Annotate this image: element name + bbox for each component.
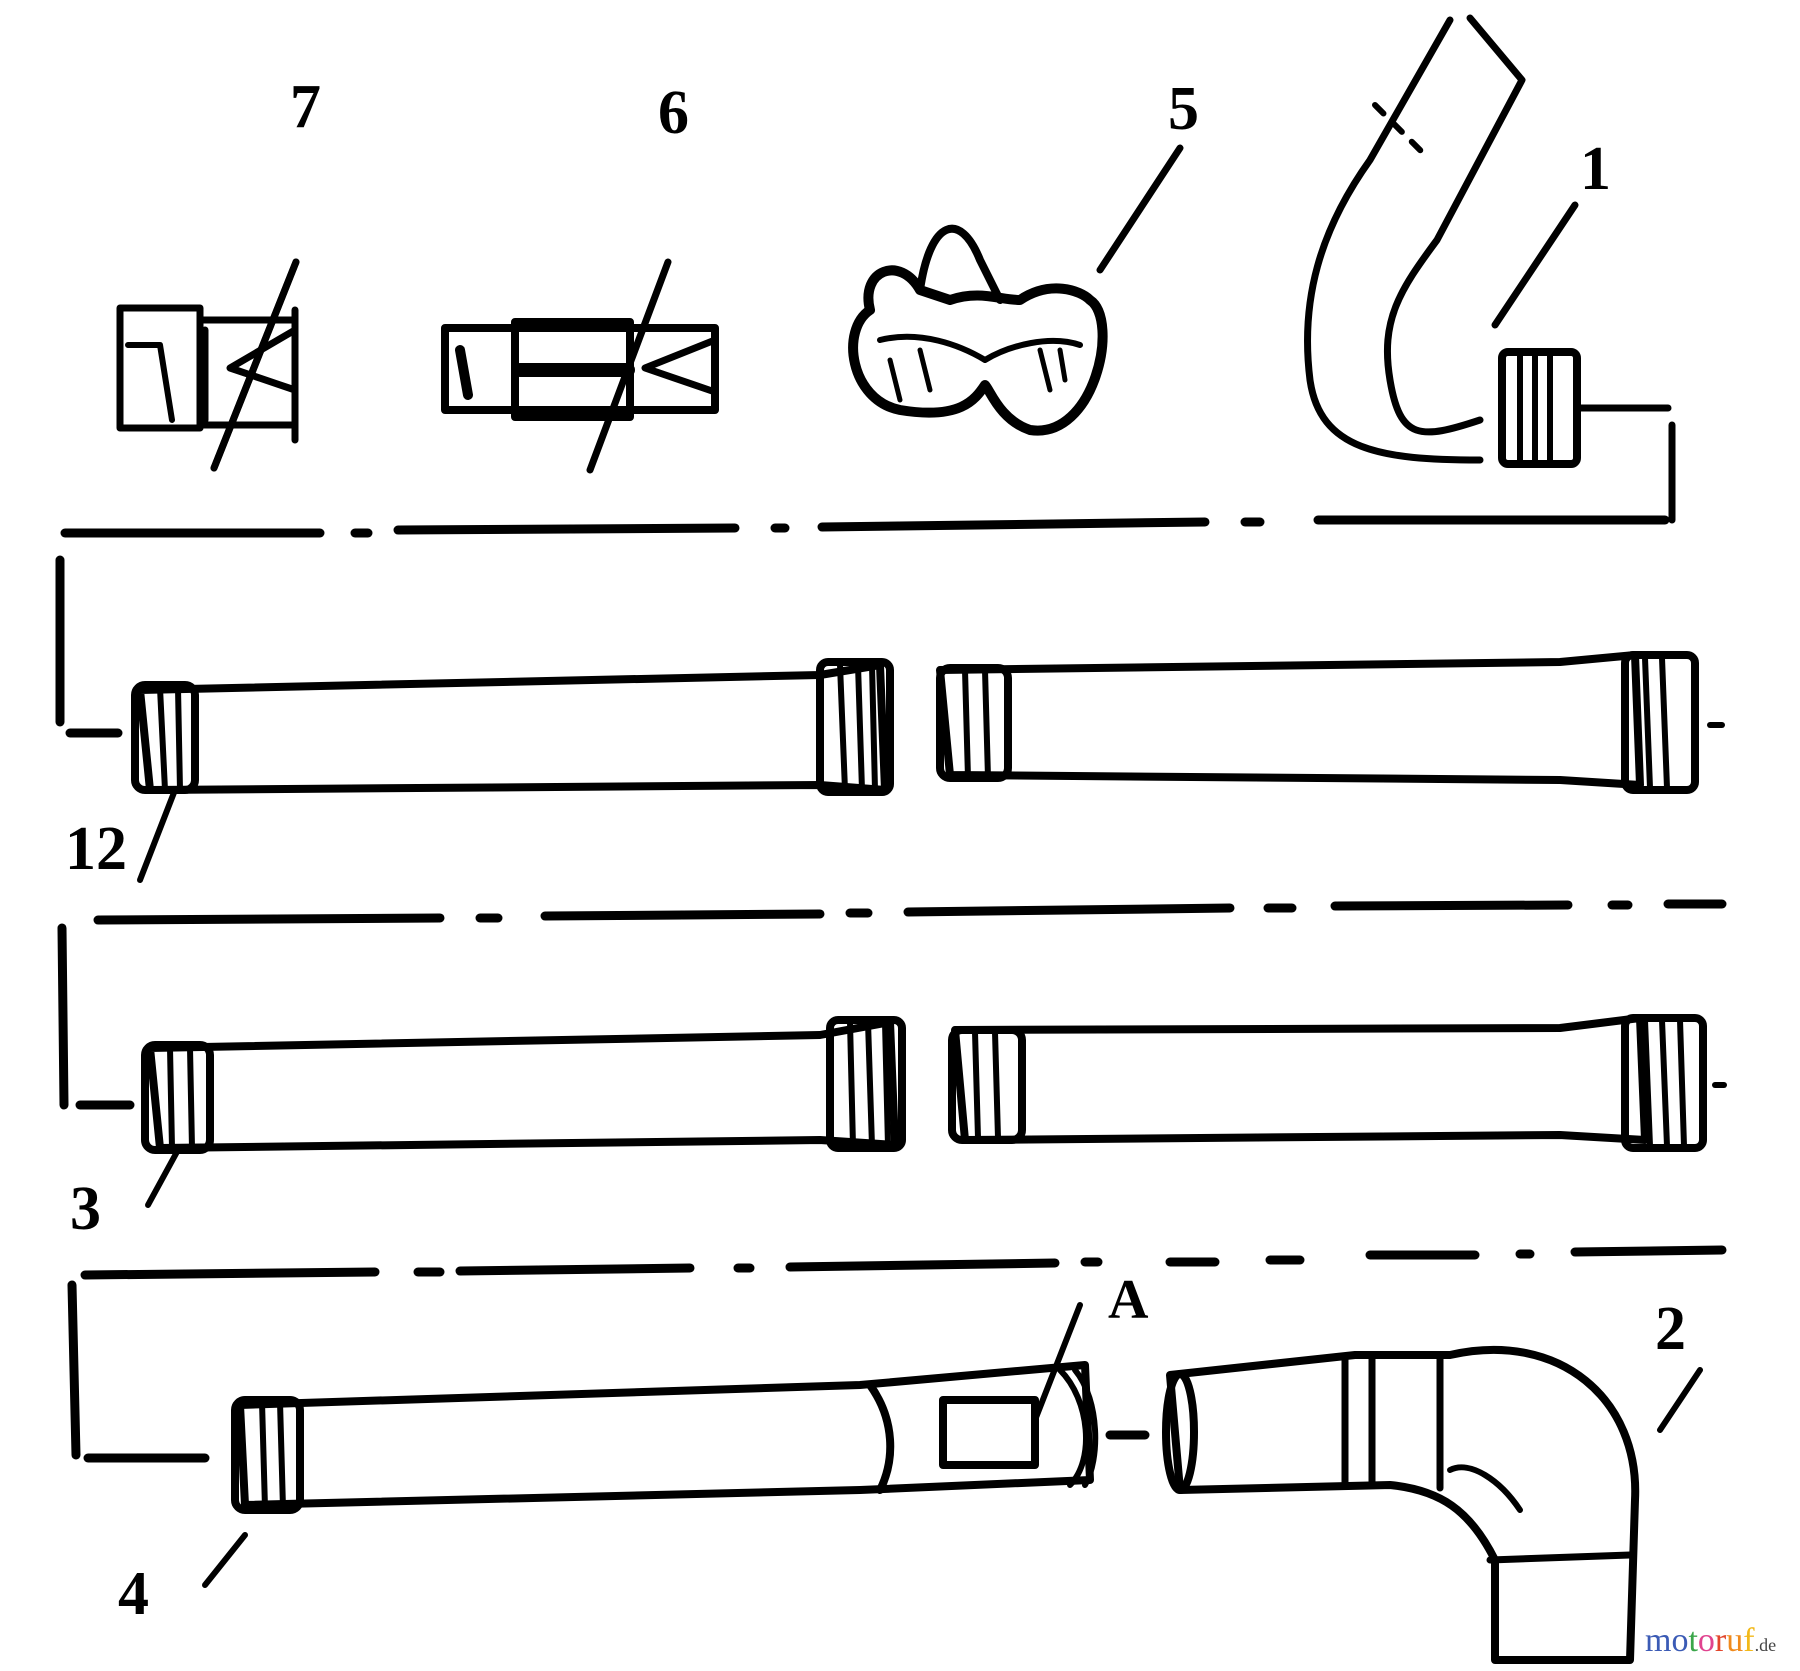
wm-letter: m <box>1645 1622 1672 1659</box>
callout-3: 3 <box>70 1175 101 1243</box>
part-6-clip <box>441 258 719 474</box>
callout-7: 7 <box>290 73 321 141</box>
part-tube-row2-right <box>948 1014 1727 1152</box>
watermark-logo: motoruf.de <box>1645 1622 1776 1660</box>
part-5-goggles <box>848 144 1184 436</box>
callout-2: 2 <box>1655 1295 1686 1363</box>
wm-letter: u <box>1726 1622 1744 1659</box>
wm-letter: f <box>1743 1622 1755 1659</box>
callout-5: 5 <box>1168 75 1199 143</box>
callout-A: A <box>1108 1269 1149 1331</box>
wm-letter: t <box>1688 1622 1698 1659</box>
part-12-tube <box>131 658 894 883</box>
wm-letter: o <box>1697 1622 1715 1659</box>
callout-6: 6 <box>658 79 689 147</box>
part-1-curved-tube <box>1304 14 1676 524</box>
callout-12: 12 <box>65 815 127 883</box>
part-3-tube <box>141 1016 906 1208</box>
wm-letter: o <box>1671 1622 1689 1659</box>
connector-line-1 <box>55 515 1670 738</box>
callout-4: 4 <box>118 1560 149 1628</box>
part-4-tube <box>202 1302 1150 1588</box>
part-tube-row1-right <box>936 651 1725 794</box>
wm-letter: r <box>1714 1622 1727 1659</box>
connector-line-3 <box>67 1245 1727 1463</box>
wm-suffix: .de <box>1754 1635 1777 1655</box>
callout-1: 1 <box>1580 135 1611 203</box>
part-2-elbow <box>1162 1346 1703 1664</box>
connector-line-2 <box>57 899 1727 1110</box>
part-7-clip <box>116 258 300 472</box>
